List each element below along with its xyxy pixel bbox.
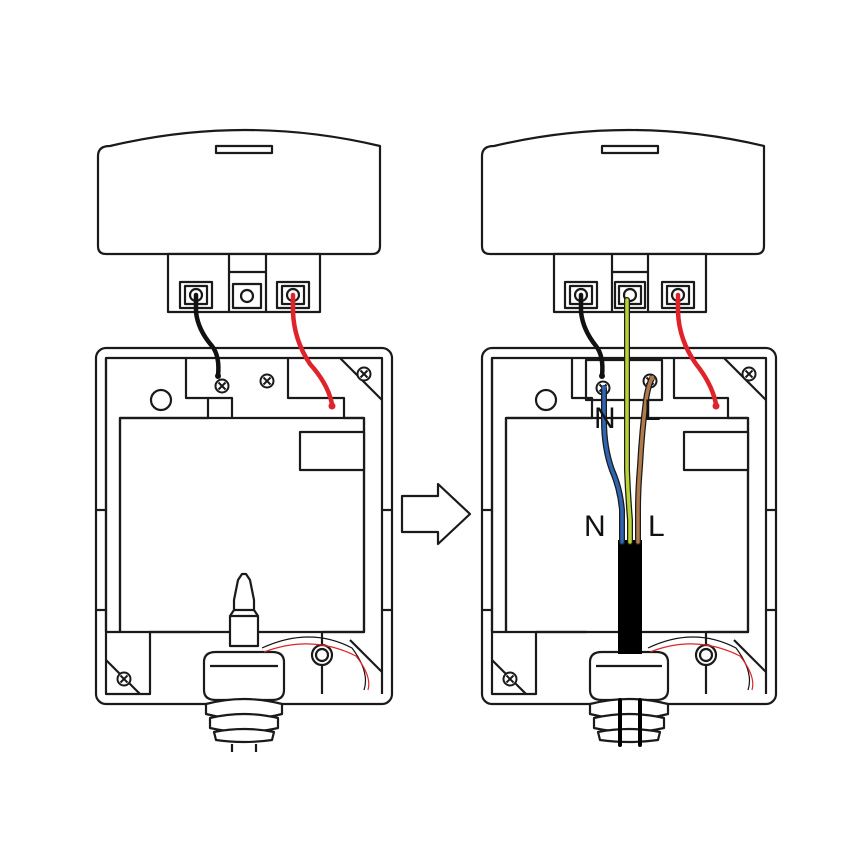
left-cable-gland — [202, 572, 286, 752]
right-sensor-head — [480, 128, 766, 256]
terminal-live-label: L — [644, 394, 661, 427]
right-assembly — [480, 128, 778, 744]
left-red-wire — [290, 292, 335, 407]
right-red-wire — [675, 292, 719, 407]
right-wires — [578, 292, 720, 747]
right-black-wire — [578, 292, 605, 379]
wire-neutral-label: N — [584, 510, 606, 543]
right-outline-arrow-icon — [400, 482, 472, 546]
right-cable-gland — [588, 650, 670, 744]
cable-sheath — [618, 540, 642, 654]
left-wires — [193, 292, 336, 410]
left-assembly — [94, 128, 394, 752]
left-black-wire — [193, 292, 221, 379]
left-terminal-block — [166, 252, 322, 314]
wire-live-label: L — [648, 510, 665, 543]
terminal-neutral-label: N — [594, 402, 616, 435]
left-sensor-head — [96, 128, 382, 256]
left-box — [94, 346, 394, 706]
